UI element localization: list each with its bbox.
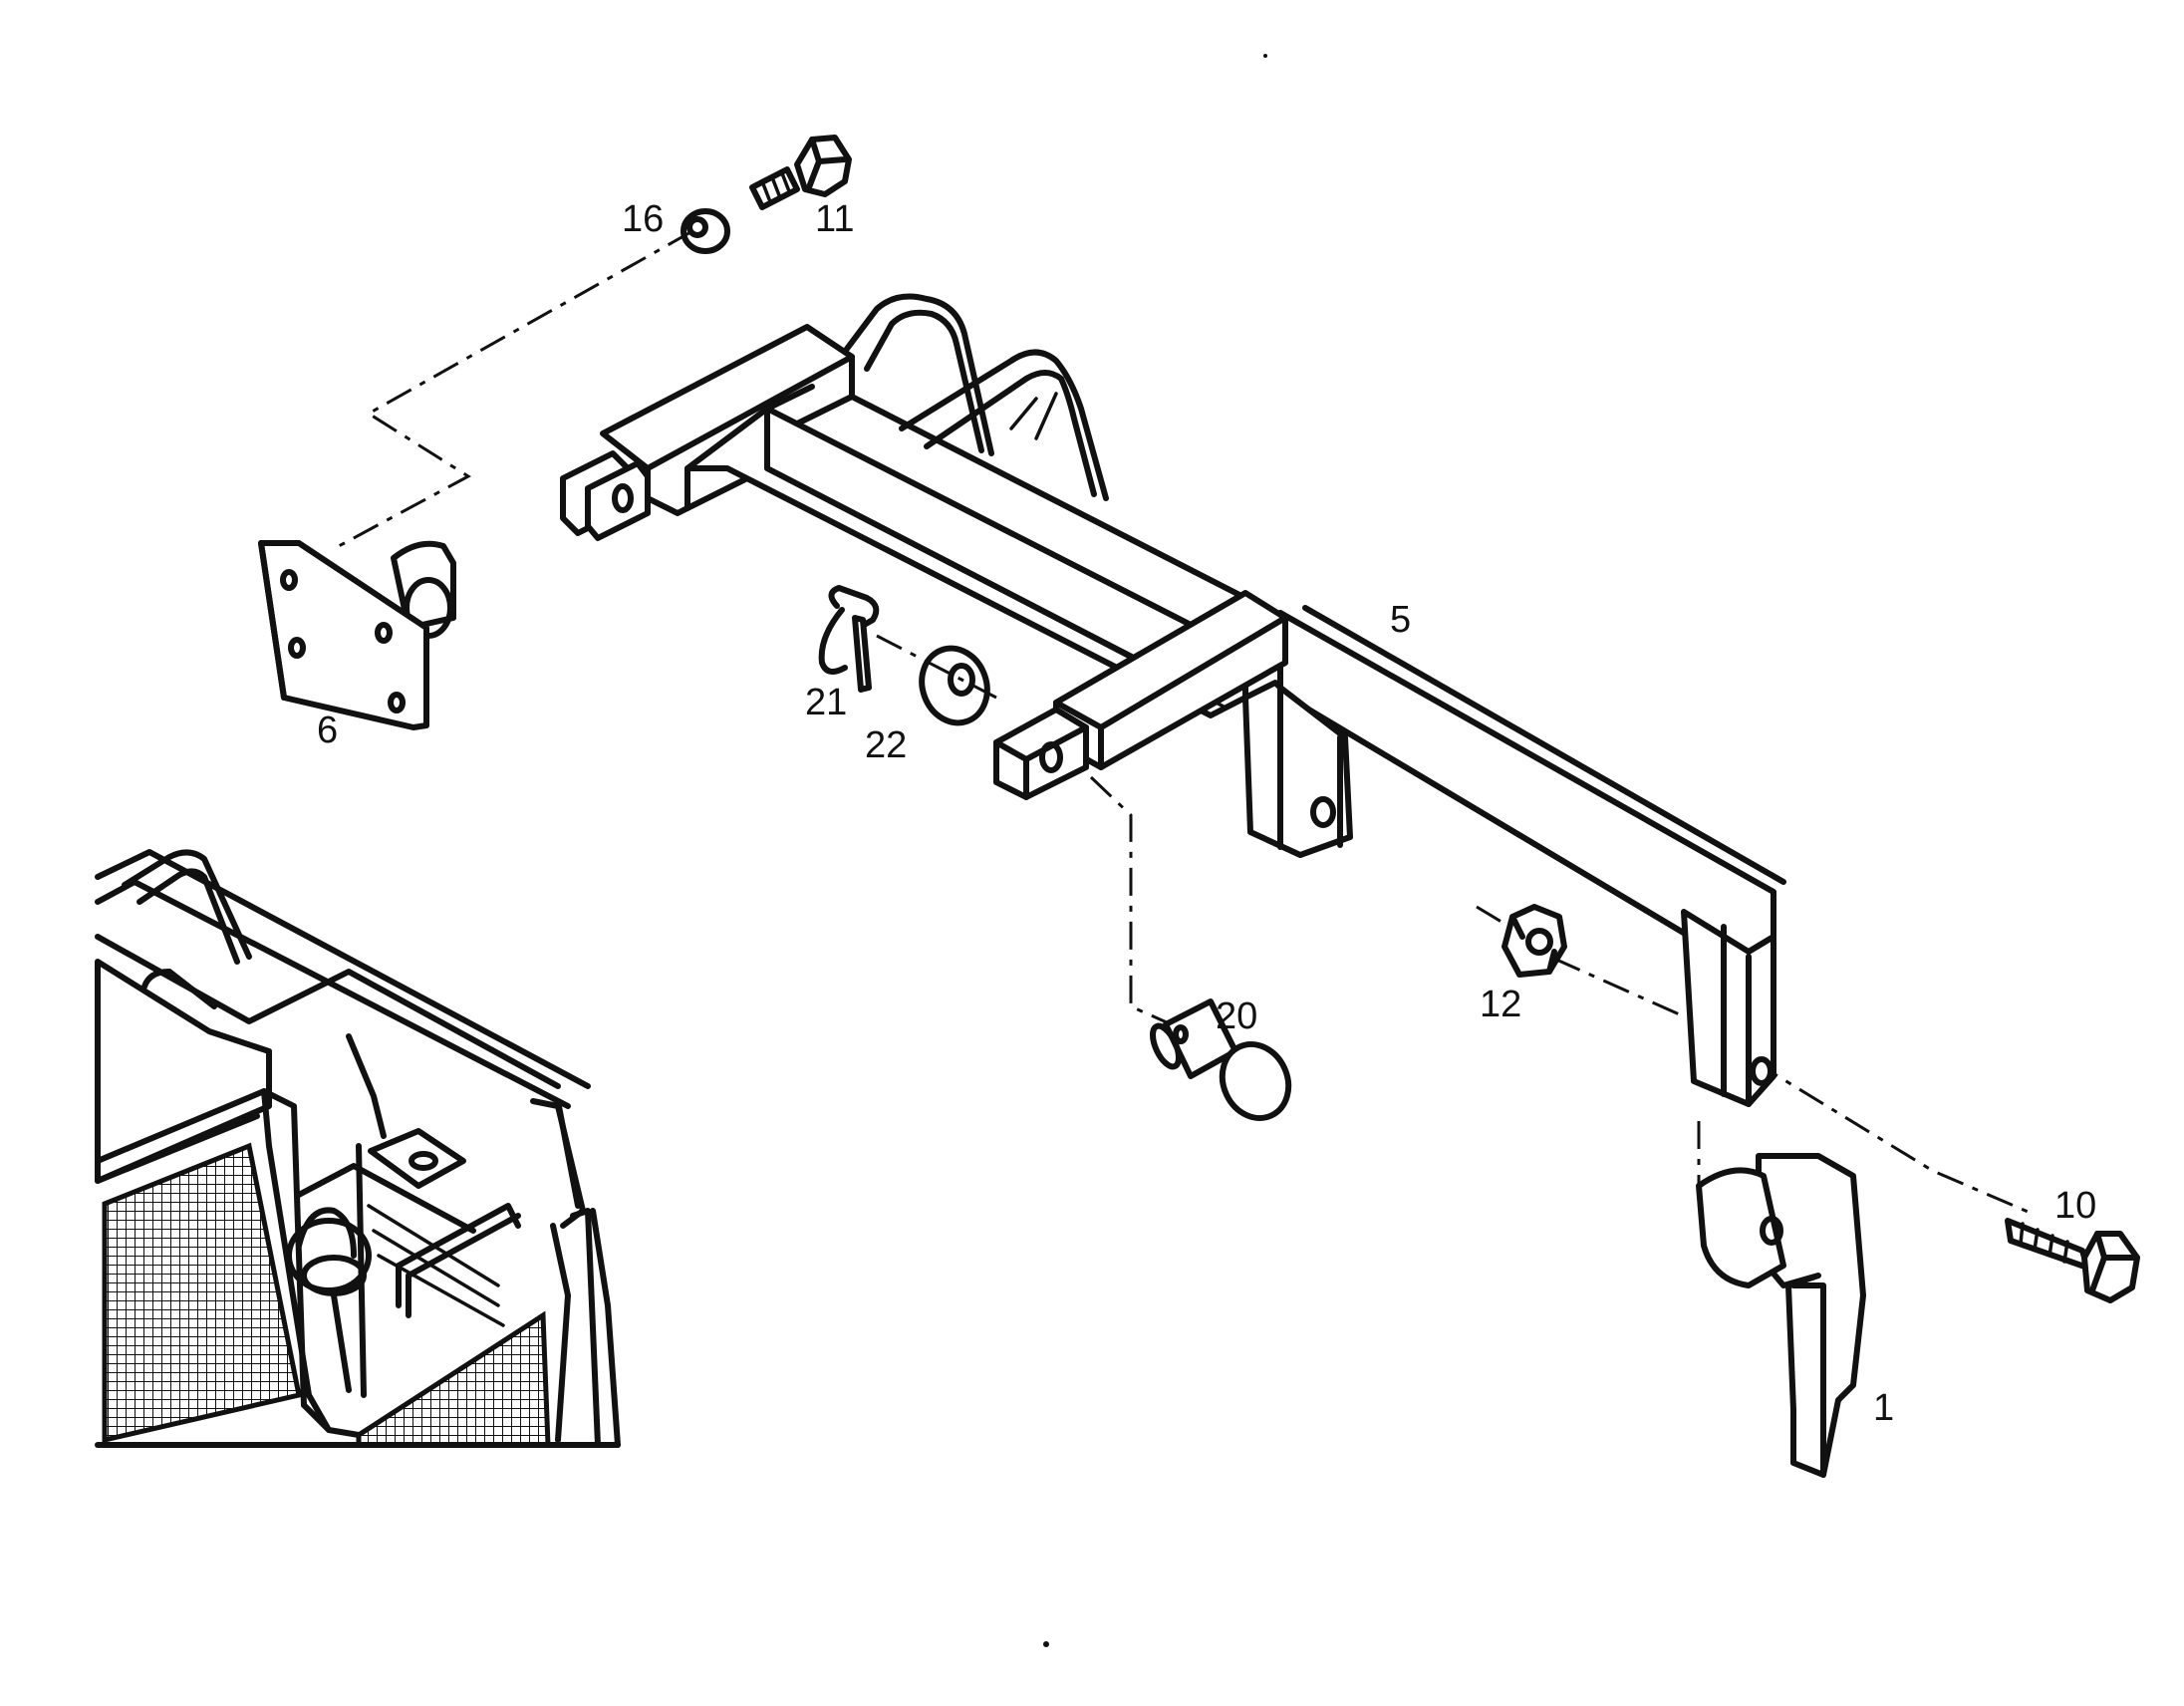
bolt-part-11	[749, 135, 852, 210]
callout-16: 16	[622, 198, 664, 240]
nut-part-12	[1502, 904, 1567, 978]
assembly-guide-lines	[338, 229, 2034, 1216]
callout-1: 1	[1873, 1387, 1894, 1429]
bolt-part-10	[2005, 1218, 2140, 1303]
callout-10: 10	[2054, 1185, 2096, 1227]
stray-dot	[1043, 1641, 1049, 1647]
mounting-plate-part-6	[258, 540, 456, 730]
main-frame-part-5	[560, 293, 1786, 1107]
callout-6: 6	[317, 710, 338, 751]
clevis-pin-part-20	[1150, 998, 1292, 1121]
washer-part-22	[919, 645, 990, 726]
bracket-part-1	[1696, 1153, 1866, 1478]
callout-21: 21	[805, 682, 847, 723]
callout-labels: 16 11 5 6 21 22 20 12 10 1	[317, 198, 2096, 1429]
callout-20: 20	[1216, 995, 1257, 1037]
callout-11: 11	[815, 198, 854, 240]
stray-dot	[1263, 54, 1267, 58]
spring-pin-part-21	[818, 585, 880, 693]
machine-corner	[95, 849, 621, 1448]
callout-22: 22	[865, 724, 907, 766]
callout-12: 12	[1480, 984, 1521, 1025]
callout-5: 5	[1390, 599, 1411, 641]
washer-part-16	[681, 208, 730, 254]
